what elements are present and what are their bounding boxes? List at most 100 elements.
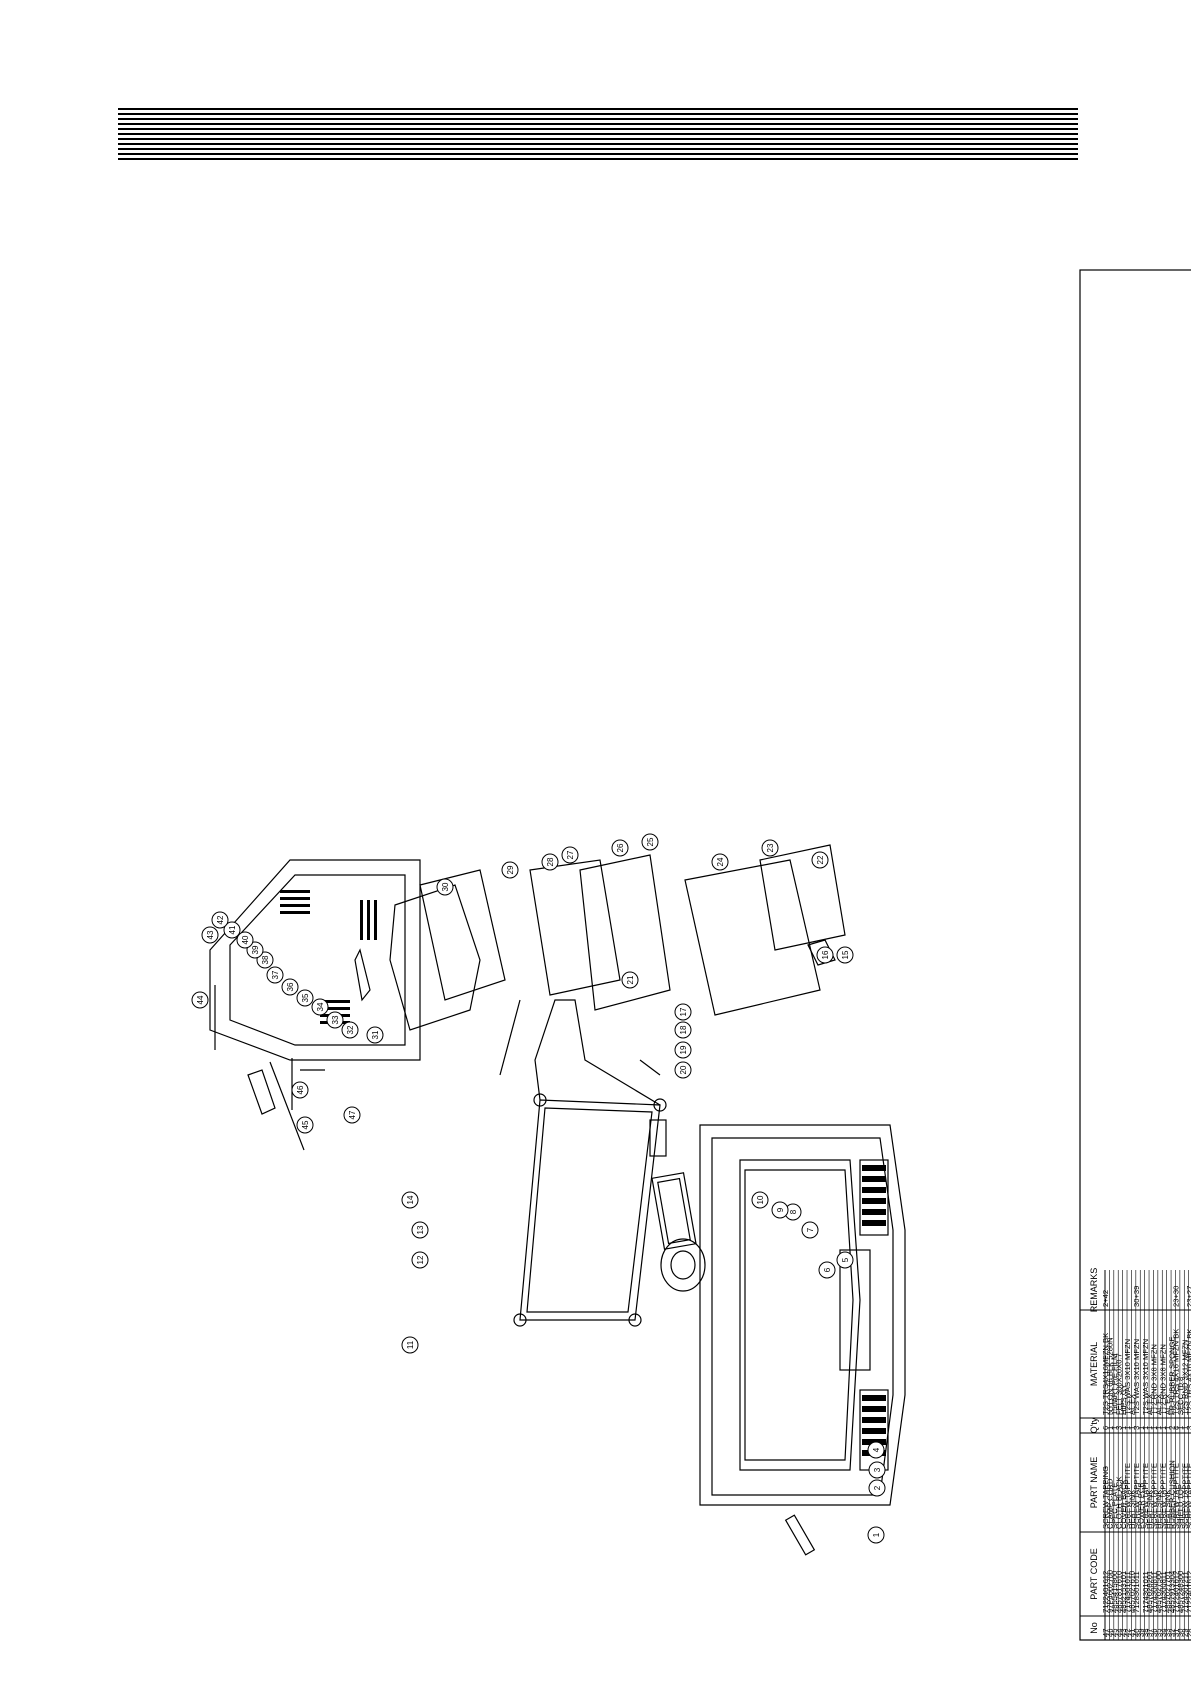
table-cell-qty: 1: [1150, 1426, 1159, 1430]
svg-text:42: 42: [216, 915, 225, 924]
callout-18: 18: [674, 1021, 692, 1039]
table-grid: [1080, 1270, 1191, 1640]
callout-7: 7: [801, 1221, 819, 1239]
header-remarks: REMARKS: [1089, 1268, 1099, 1313]
callout-5: 5: [836, 1251, 854, 1269]
table-cell-qty: 1: [1106, 1426, 1115, 1430]
table-cell-material: AL EX: [1145, 1394, 1154, 1415]
svg-text:22: 22: [816, 855, 825, 864]
callout-19: 19: [674, 1041, 692, 1059]
table-cell-no: 34: [1158, 1629, 1167, 1637]
table-cell-remarks: 23+27: [1189, 1286, 1191, 1307]
table-cell-no: 36: [1150, 1629, 1159, 1637]
table-cell-no: 42: [1123, 1629, 1132, 1637]
svg-text:41: 41: [228, 925, 237, 934]
table-cell-qty: 1: [1158, 1426, 1167, 1430]
table-cell-code: 7122401612: [1101, 1571, 1110, 1613]
table-cell-material: HIPS GY: [1119, 1384, 1128, 1415]
table-cell-code: 7174301011: [1123, 1571, 1132, 1613]
table-cell-code: 7174301011: [1141, 1571, 1150, 1613]
callout-35: 35: [296, 989, 314, 1007]
table-cell-remarks: 23+30: [1172, 1286, 1181, 1307]
table-cell-code: 4857028201: [1145, 1571, 1154, 1613]
table-cell-code: 7174300811: [1150, 1571, 1159, 1613]
svg-text:39: 39: [251, 945, 260, 954]
table-cell-name: SCREW TAPPTITE: [1158, 1463, 1167, 1529]
table-cell-no: 31: [1172, 1629, 1181, 1637]
table-cell-code: 7122401612: [1185, 1571, 1191, 1613]
svg-text:16: 16: [821, 950, 830, 959]
table-cell-remarks: 2+42: [1101, 1290, 1110, 1307]
table-cell-code: 4857027500: [1154, 1571, 1163, 1613]
table-cell-name: CLAMP CORD: [1106, 1478, 1115, 1529]
svg-text:30: 30: [441, 882, 450, 891]
header-name: PART NAME: [1089, 1457, 1099, 1509]
table-cell-no: 28: [1185, 1629, 1191, 1637]
table-cell-material: AL EX: [1128, 1394, 1137, 1415]
svg-text:28: 28: [546, 857, 555, 866]
callout-12: 12: [411, 1251, 429, 1269]
table-cell-material: T2S WAS 3X10 MFZN: [1132, 1339, 1141, 1415]
callout-37: 37: [266, 966, 284, 984]
callout-1: 1: [867, 1526, 885, 1544]
table-cell-name: DECK AS: [1189, 1496, 1191, 1529]
table-cell-code: 97P4602700: [1106, 1570, 1115, 1613]
callout-4: 4: [867, 1441, 885, 1459]
callout-17: 17: [674, 1003, 692, 1021]
table-cell-material: T2S TRS 4X16 MFZN BK: [1185, 1329, 1191, 1415]
callout-46: 46: [291, 1081, 309, 1099]
svg-text:32: 32: [346, 1025, 355, 1034]
callout-47: 47: [343, 1106, 361, 1124]
table-cell-qty: 1: [1110, 1426, 1119, 1430]
speaker-and-buttons: [649, 1119, 816, 1556]
callout-3: 3: [868, 1461, 886, 1479]
table-cell-qty: 1: [1163, 1426, 1172, 1430]
table-cell-qty: 1: [1128, 1426, 1137, 1430]
callout-layer: 1234567891011121314151617181920212223242…: [191, 833, 886, 1544]
table-cell-name: SCREW TAPPTITE: [1123, 1463, 1132, 1529]
svg-text:33: 33: [331, 1015, 340, 1024]
svg-text:3: 3: [873, 1467, 882, 1472]
front-grille: [862, 1165, 886, 1456]
svg-text:45: 45: [301, 1120, 310, 1129]
table-cell-code: 7122401612: [1172, 1571, 1181, 1613]
table-cell-code: 4857248300: [1176, 1571, 1185, 1613]
table-cell-remarks: 23+27: [1185, 1286, 1191, 1307]
table-cell-material: T2S WAS 3X10 MFZN: [1123, 1339, 1132, 1415]
callout-44: 44: [191, 991, 209, 1009]
table-cell-code: 4855415800: [1110, 1571, 1119, 1613]
callout-36: 36: [281, 978, 299, 996]
table-cell-qty: 1: [1176, 1426, 1185, 1430]
table-cell-qty: 6: [1101, 1426, 1110, 1430]
svg-text:46: 46: [296, 1085, 305, 1094]
callout-27: 27: [561, 846, 579, 864]
svg-text:21: 21: [626, 975, 635, 984]
table-cell-no: 30: [1176, 1629, 1185, 1637]
table-cell-name: HEAT SINK: [1154, 1490, 1163, 1529]
table-cell-qty: 4: [1172, 1426, 1181, 1430]
header-qty: Q'ty: [1089, 1417, 1099, 1433]
callout-40: 40: [236, 931, 254, 949]
table-cell-code: 4857913304: [1167, 1571, 1176, 1613]
callout-30: 30: [436, 878, 454, 896]
table-cell-name: SCREW TAPPING: [1101, 1466, 1110, 1529]
svg-text:19: 19: [679, 1045, 688, 1054]
table-cell-name: SCREW TAPPTITE: [1150, 1463, 1159, 1529]
callout-34: 34: [311, 998, 329, 1016]
svg-text:36: 36: [286, 982, 295, 991]
table-cell-name: CLOTH BLACK: [1114, 1476, 1123, 1529]
svg-text:14: 14: [406, 1195, 415, 1204]
callout-10: 10: [751, 1191, 769, 1209]
table-cell-name: SCREW TAPPTITE: [1185, 1463, 1191, 1529]
callout-14: 14: [401, 1191, 419, 1209]
table-cell-no: 29: [1180, 1629, 1189, 1637]
callout-22: 22: [811, 851, 829, 869]
table-cell-no: 41: [1128, 1629, 1137, 1637]
svg-text:1: 1: [872, 1532, 881, 1537]
callout-24: 24: [711, 853, 729, 871]
callout-6: 6: [818, 1261, 836, 1279]
svg-text:7: 7: [806, 1227, 815, 1232]
table-cell-name: COVER BACK: [1119, 1479, 1128, 1529]
